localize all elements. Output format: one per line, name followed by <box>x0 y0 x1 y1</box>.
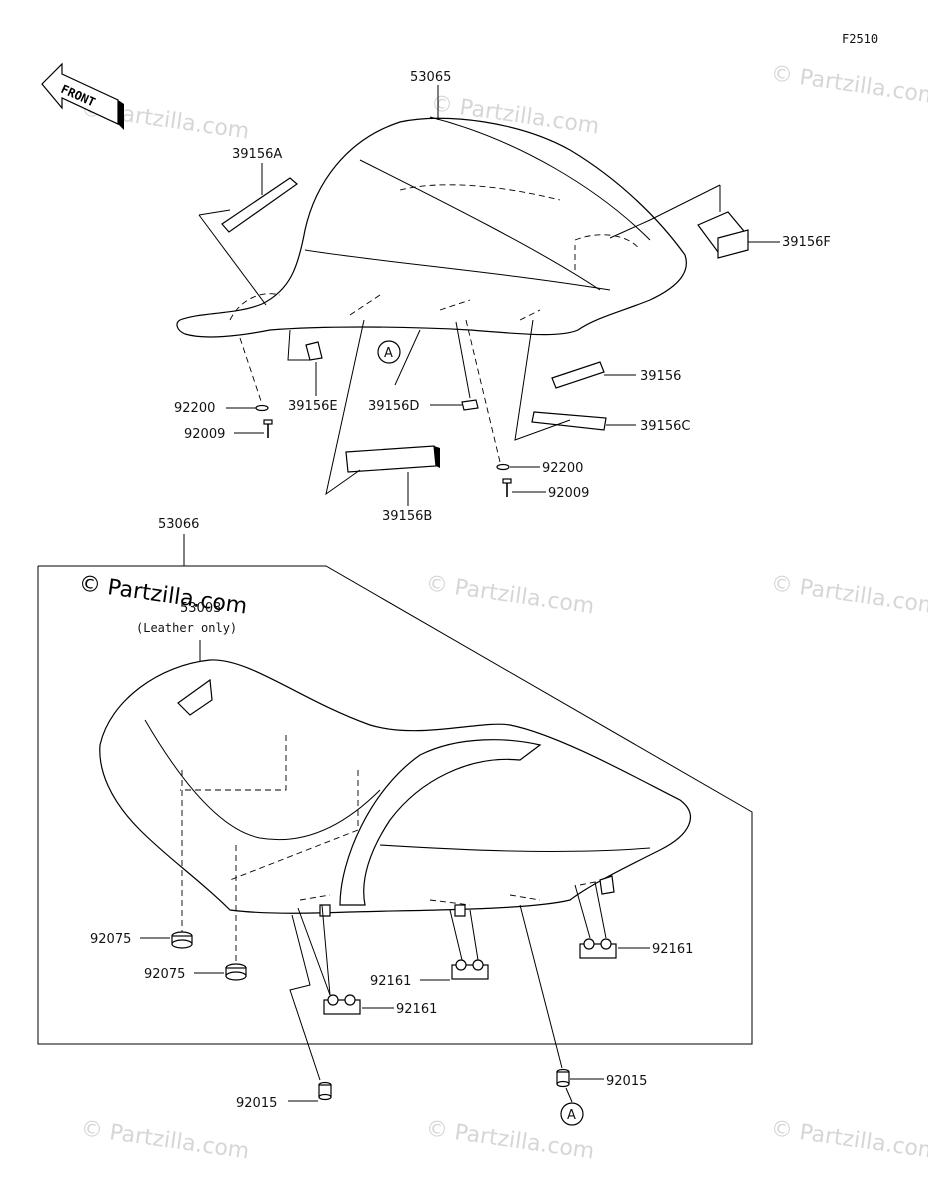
watermark: © Partzilla.com <box>769 571 928 619</box>
label-39156D: 39156D <box>368 399 419 414</box>
label-39156: 39156 <box>640 369 681 384</box>
bolt-icon <box>239 337 273 438</box>
assembly-frame <box>37 565 753 1045</box>
pad-39156D <box>455 321 479 411</box>
seat-53066 <box>99 659 691 965</box>
label-92009-left: 92009 <box>184 427 225 442</box>
ref-a-top-circle <box>377 340 401 364</box>
washer-icon <box>255 404 269 412</box>
front-arrow-icon: FRONT <box>41 62 124 130</box>
ref-a-bottom-circle <box>560 1102 584 1126</box>
label-92161-a: 92161 <box>396 1002 437 1017</box>
label-39156F: 39156F <box>782 235 831 250</box>
label-92015-right: 92015 <box>606 1074 647 1089</box>
ref-a-bottom: A <box>567 1108 576 1123</box>
figure-code: F2510 <box>842 32 878 46</box>
grommet-icon <box>225 963 247 981</box>
watermark: © Partzilla.com <box>769 61 928 109</box>
pad-39156A <box>198 177 298 306</box>
label-92200-left: 92200 <box>174 401 215 416</box>
label-39156B: 39156B <box>382 509 432 524</box>
collar-icon <box>519 904 573 1103</box>
watermark: © Partzilla.com <box>769 1116 928 1164</box>
label-39156A: 39156A <box>232 147 282 162</box>
pad-39156 <box>551 361 605 389</box>
label-53003-note: (Leather only) <box>136 621 237 635</box>
label-53066: 53066 <box>158 517 199 532</box>
label-92015-left: 92015 <box>236 1096 277 1111</box>
label-92075-b: 92075 <box>144 967 185 982</box>
pad-39156B <box>325 319 440 496</box>
pad-39156C <box>514 319 607 441</box>
watermark: © Partzilla.com <box>79 1116 251 1164</box>
ref-a-top: A <box>384 346 393 361</box>
rear-seat-53065 <box>176 116 687 338</box>
label-53065: 53065 <box>410 70 451 85</box>
label-92009-right: 92009 <box>548 486 589 501</box>
washer-icon <box>496 463 510 471</box>
label-39156E: 39156E <box>288 399 338 414</box>
label-39156C: 39156C <box>640 419 690 434</box>
clip-icon <box>574 881 617 959</box>
collar-icon <box>289 914 332 1101</box>
bolt-icon <box>465 319 512 497</box>
label-92161-b: 92161 <box>370 974 411 989</box>
watermark: © Partzilla.com <box>424 571 596 619</box>
clip-icon <box>297 904 361 1015</box>
clip-icon <box>449 909 489 980</box>
label-92161-c: 92161 <box>652 942 693 957</box>
label-92075-a: 92075 <box>90 932 131 947</box>
label-53003: 53003 <box>180 601 221 616</box>
grommet-icon <box>171 931 193 949</box>
pad-39156F <box>609 184 749 259</box>
pad-39156E <box>287 329 323 361</box>
watermark-dark: © Partzilla.com <box>77 571 249 619</box>
label-92200-right: 92200 <box>542 461 583 476</box>
